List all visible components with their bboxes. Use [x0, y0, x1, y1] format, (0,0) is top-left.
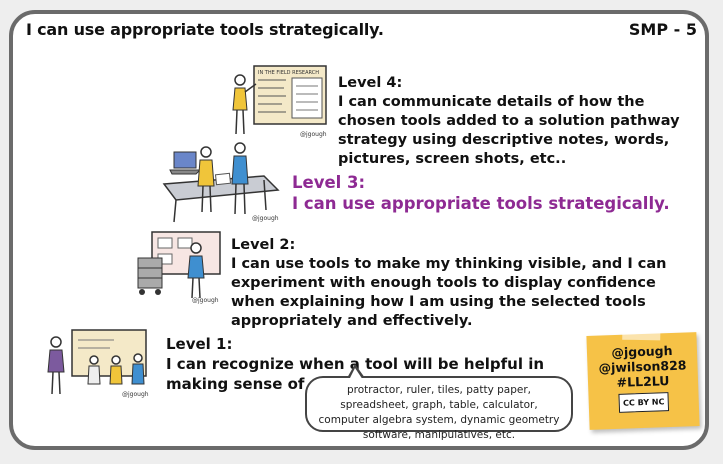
level-3: Level 3: I can use appropriate tools str…	[292, 172, 692, 214]
level1-sketch: @jgough	[47, 329, 149, 398]
level-4: Level 4: I can communicate details of ho…	[338, 74, 698, 169]
sketch-signature: @jgough	[122, 391, 149, 398]
level3-sketch: @jgough	[162, 142, 280, 223]
standard-code: SMP - 5	[628, 20, 697, 39]
level-3-heading: Level 3:	[292, 173, 366, 192]
credits-sticky-note: @jgough @jwilson828 #LL2LU CC BY NC	[586, 325, 700, 430]
sketch-signature: @jgough	[252, 215, 279, 222]
level-2: Level 2: I can use tools to make my thin…	[231, 236, 701, 331]
level-2-heading: Level 2:	[231, 237, 296, 253]
level-4-heading: Level 4:	[338, 75, 403, 91]
tape	[622, 325, 661, 341]
level2-sketch: @jgough	[137, 231, 221, 304]
tools-speech-bubble: protractor, ruler, tiles, patty paper, s…	[305, 364, 573, 441]
sketch-signature: @jgough	[192, 297, 219, 304]
cc-license-badge: CC BY NC	[618, 392, 669, 413]
level-2-text: I can use tools to make my thinking visi…	[231, 256, 667, 329]
bubble-tail-inner	[349, 368, 363, 380]
poster-title: IN THE FIELD RESEARCH	[258, 70, 319, 76]
level4-sketch: IN THE FIELD RESEARCH @jgough	[232, 65, 327, 138]
sketch-signature: @jgough	[300, 131, 327, 138]
tools-list: protractor, ruler, tiles, patty paper, s…	[318, 384, 560, 441]
level-3-text: I can use appropriate tools strategicall…	[292, 194, 670, 213]
level-4-text: I can communicate details of how the cho…	[338, 94, 680, 167]
level-1-heading: Level 1:	[166, 335, 233, 353]
page-title: I can use appropriate tools strategicall…	[26, 20, 384, 39]
